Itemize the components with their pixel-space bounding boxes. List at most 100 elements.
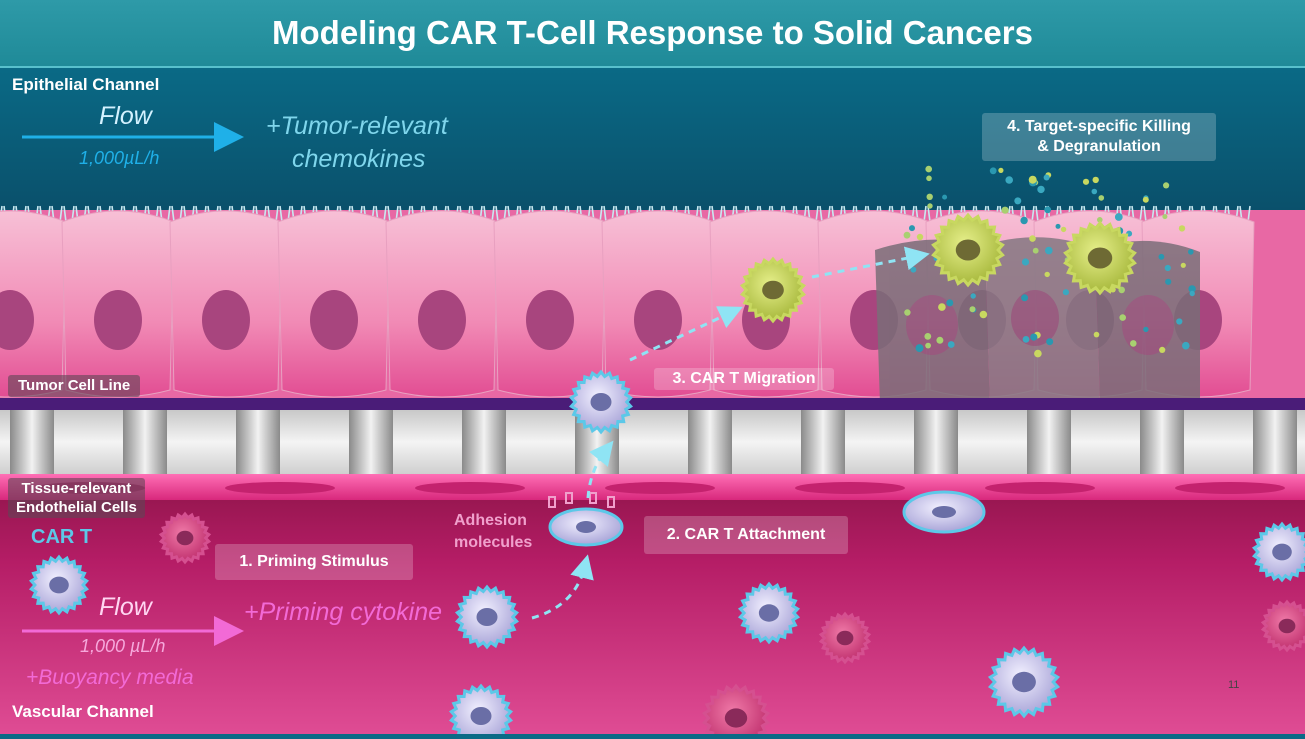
granule-dot [1188,249,1194,255]
endothelial-nucleus [1175,482,1285,494]
activated-car-t-cell [739,256,807,324]
tumor-cell-line-label: Tumor Cell Line [8,375,141,397]
granule-dot [1119,314,1126,321]
cell-nucleus [1278,618,1296,634]
granule-dot [969,306,976,313]
unprimed-t-cell [818,611,872,665]
granule-dot [1055,223,1061,229]
tumor-cell [277,205,391,398]
tumor-cell-nucleus [0,290,34,350]
granule-dot [1114,213,1123,221]
membrane-pore [10,410,54,474]
car-t-label: CAR T [31,526,93,548]
endothelial-nucleus [415,482,525,494]
membrane-pore [1027,410,1071,474]
adhesion-line2: molecules [454,534,533,551]
granule-dot [979,310,988,319]
car-t-cell-migrating [568,369,634,435]
step1-label: 1. Priming Stimulus [215,544,413,580]
membrane-pore [349,410,393,474]
cell-nucleus [758,604,780,622]
epithelial-flow-rate: 1,000µL/h [79,148,160,168]
granule-dot [1044,271,1050,278]
step4-line2: & Degranulation [1037,138,1161,155]
unprimed-t-cell [701,683,771,739]
cell-nucleus [932,506,956,518]
granule-dot [1030,333,1038,341]
granule-dot [1158,253,1165,260]
granule-dot [903,231,911,239]
granule-dot [1045,246,1053,255]
granule-dot [1178,225,1186,232]
granule-dot [1032,247,1039,254]
vascular-flow-label: Flow [99,593,152,621]
granule-dot [1092,176,1099,184]
endothelial-nucleus [795,482,905,494]
cell-nucleus [576,521,596,533]
granule-dot [1180,262,1186,268]
page-title: Modeling CAR T-Cell Response to Solid Ca… [0,0,1305,68]
epithelial-flow-label: Flow [99,102,152,130]
step4-label: 4. Target-specific Killing & Degranulati… [982,113,1216,161]
cell-nucleus [1272,543,1292,561]
cell-nucleus [836,630,854,646]
cell-nucleus [1087,247,1113,269]
granule-dot [927,203,933,209]
granule-dot [1021,294,1029,302]
granule-dot [1130,340,1137,347]
granule-dot [1005,176,1013,184]
endothelial-label: Tissue-relevant Endothelial Cells [8,478,145,518]
granule-dot [1060,226,1067,233]
porous-membrane [0,410,1305,474]
granule-dot [1182,341,1190,350]
membrane-pore [462,410,506,474]
unprimed-t-cell [1260,599,1305,653]
car-t-cell [454,584,520,650]
car-t-cell [448,683,514,739]
granule-dot [1091,188,1098,195]
granule-dot [904,309,911,316]
step4-line1: 4. Target-specific Killing [1007,118,1191,135]
granule-dot [1014,197,1022,205]
step3-label: 3. CAR T Migration [654,368,834,390]
granule-dot [1021,258,1030,266]
granule-dot [1044,206,1052,214]
granule-dot [916,233,924,241]
granule-dot [925,342,931,349]
granule-dot [1142,196,1149,203]
tumor-cell [493,205,607,398]
tumor-cell-nucleus [634,290,682,350]
tumor-cell-nucleus [202,290,250,350]
granule-dot [926,175,932,182]
cell-nucleus [49,576,69,594]
granule-dot [926,193,933,200]
granule-dot [936,336,944,344]
granule-dot [1082,178,1090,185]
basal-line [0,398,1305,410]
granule-dot [998,167,1004,173]
granule-dot [915,344,924,353]
vascular-channel-bg [0,470,1305,734]
granule-dot [1097,217,1103,223]
granule-dot [1037,185,1045,194]
tumor-cell [61,205,175,398]
car-t-cells [28,212,1305,739]
tumor-cell [0,205,67,398]
granule-dot [1022,336,1030,343]
adhesion-label: Adhesion molecules [454,510,532,554]
granule-dot [910,266,917,273]
granule-dot [1176,318,1183,325]
granule-dot [1189,290,1195,297]
vascular-channel-label: Vascular Channel [12,702,154,721]
car-t-cell [737,581,801,645]
endothelial-cells [35,482,1285,494]
tumor-cell-nucleus [526,290,574,350]
endothelial-nucleus [225,482,335,494]
granule-dot [1162,214,1168,220]
membrane-pore [236,410,280,474]
cell-nucleus [176,530,194,546]
epithelial-channel-label: Epithelial Channel [12,75,160,94]
cell-nucleus [476,608,498,626]
membrane-pore [123,410,167,474]
